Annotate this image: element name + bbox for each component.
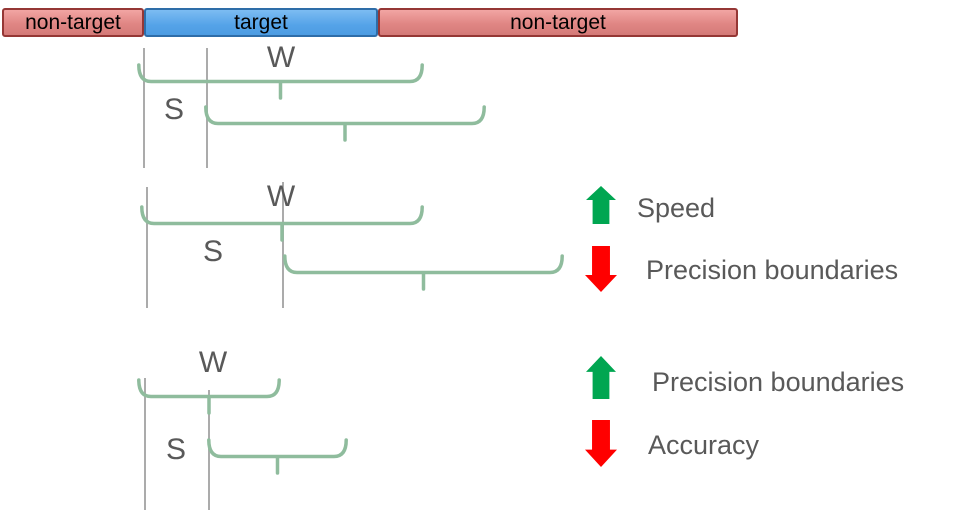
s-brace (204, 105, 486, 142)
w-label: W (198, 346, 228, 379)
annotation-speed: Speed (637, 193, 716, 223)
bar-segment-non-target-right: non-target (378, 8, 738, 37)
bar-segment-label: non-target (25, 11, 121, 34)
s-brace (207, 438, 348, 475)
w-label: W (266, 180, 296, 213)
up-arrow-icon (586, 186, 616, 224)
down-arrow-icon (585, 246, 617, 292)
up-arrow-icon (586, 356, 616, 399)
annotation-precision-boundaries: Precision boundaries (646, 255, 899, 285)
w-brace (140, 205, 424, 242)
annotation-precision-boundaries: Precision boundaries (652, 367, 905, 397)
bar-segment-target: target (144, 8, 378, 37)
w-brace (137, 378, 281, 415)
s-label: S (202, 235, 224, 268)
w-label: W (266, 41, 296, 74)
s-label: S (163, 93, 185, 126)
w-brace (137, 63, 424, 100)
bar-segment-non-target-left: non-target (2, 8, 144, 37)
s-label: S (165, 433, 187, 466)
bar-segment-label: target (234, 11, 288, 34)
guide-line (282, 182, 284, 308)
bar-segment-label: non-target (510, 11, 606, 34)
guide-line (144, 378, 146, 510)
annotation-accuracy: Accuracy (648, 430, 760, 460)
s-brace (283, 254, 564, 291)
down-arrow-icon (585, 420, 617, 467)
guide-line (143, 48, 145, 168)
guide-line (146, 187, 148, 308)
